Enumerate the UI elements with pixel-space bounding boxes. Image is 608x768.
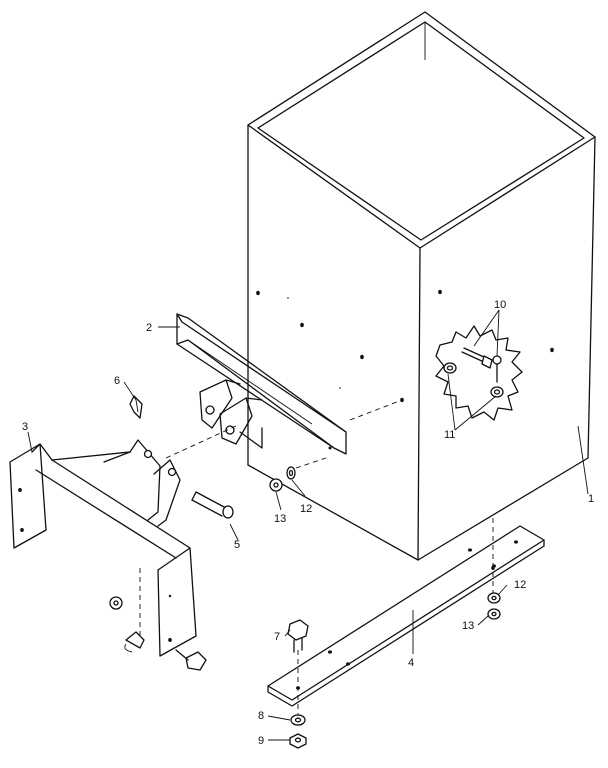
callout-8: 8 <box>258 710 264 722</box>
hopper-box <box>247 11 596 570</box>
callout-13-lower: 13 <box>462 620 474 632</box>
align-line-2 <box>349 399 403 421</box>
align-line-3 <box>295 457 327 469</box>
callout-12-lower: 12 <box>514 579 526 591</box>
leader-lines <box>27 309 589 741</box>
callout-4: 4 <box>408 657 414 669</box>
callout-1: 1 <box>588 493 594 505</box>
bracket-clip <box>129 395 143 419</box>
callout-2: 2 <box>146 322 152 334</box>
callout-12-upper: 12 <box>300 503 312 515</box>
bolt-7 <box>287 619 309 653</box>
callout-6: 6 <box>114 375 120 387</box>
washer-8 <box>290 714 306 726</box>
callout-9: 9 <box>258 735 264 747</box>
callout-3: 3 <box>22 421 28 433</box>
nut-9 <box>289 733 307 749</box>
stand-frame <box>9 439 197 657</box>
washer-12a <box>286 466 296 480</box>
nut-13a <box>269 478 283 492</box>
callout-7: 7 <box>274 631 280 643</box>
nut-13b <box>487 608 501 620</box>
callout-13-upper: 13 <box>274 513 286 525</box>
stand-hardware <box>109 596 207 671</box>
pin-bolt <box>191 491 234 519</box>
align-line-1 <box>165 425 237 459</box>
cutaway-detail <box>435 325 523 421</box>
nut-11a <box>443 362 457 374</box>
callout-5: 5 <box>234 539 240 551</box>
mounting-rail <box>176 313 347 455</box>
nut-11b <box>490 386 504 398</box>
screw-10b <box>492 355 502 383</box>
callout-labels: 1 2 3 4 5 6 7 8 9 10 11 12 12 13 13 <box>22 299 594 747</box>
bottom-rail <box>267 525 545 707</box>
screw-10a <box>461 347 493 369</box>
callout-10: 10 <box>494 299 506 311</box>
washer-12b <box>487 592 501 604</box>
callout-11: 11 <box>444 429 455 441</box>
